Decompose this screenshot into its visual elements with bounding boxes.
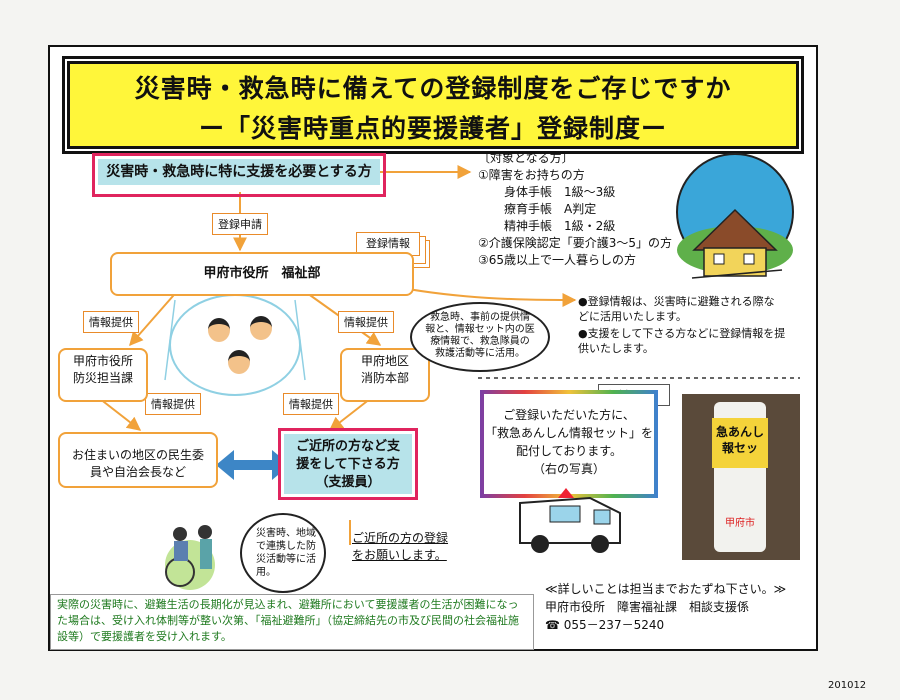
phone-icon: ☎: [545, 618, 564, 632]
disaster-dept-box: 甲府市役所 防災担当課: [58, 348, 148, 402]
info-provision-tag-1: 情報提供: [83, 311, 139, 333]
info-set-photo: 急あんし 報セッ 甲府市: [682, 394, 800, 560]
eligibility-item-3: ③65歳以上で一人暮らしの方: [478, 253, 637, 267]
eligibility-item-1a: 身体手帳 1級～3級: [504, 185, 616, 199]
eligibility-heading: 〔対象となる方〕: [478, 151, 574, 165]
people-illustration: [200, 310, 280, 380]
photo-label-mid: 報セッ: [721, 441, 758, 455]
eligibility-item-2: ②介護保険認定「要介護3～5」の方: [478, 236, 673, 250]
contact-phone-row: ☎ 055－237－5240: [545, 616, 786, 634]
title-line-1: 災害時・救急時に備えての登録制度をご存じですか: [134, 74, 732, 103]
city-office-box: 甲府市役所 福祉部: [110, 252, 414, 296]
contact-line-1: ≪詳しいことは担当までおたずね下さい。≫: [545, 582, 787, 596]
rescue-usage-bubble: 救急時、事前の提供情 報と、情報セット内の医 療情報で、救急隊員の 救護活動等に…: [410, 302, 550, 372]
wheelchair-illustration: [165, 525, 215, 590]
title-line-2: ー「災害時重点的要援護者」登録制度ー: [198, 114, 667, 143]
supporter-label: ご近所の方など支 援をして下さる方 （支援員）: [284, 434, 412, 494]
need-support-label: 災害時・救急時に特に支援を必要とする方: [98, 159, 380, 185]
title-banner: 災害時・救急時に備えての登録制度をご存じですか ー「災害時重点的要援護者」登録制…: [62, 56, 804, 154]
eligibility-item-1c: 精神手帳 1級・2級: [504, 219, 616, 233]
document-ref: 201012: [828, 680, 867, 691]
ambulance-illustration: [519, 488, 621, 553]
house-illustration: [676, 153, 794, 279]
fire-dept-box: 甲府地区 消防本部: [340, 348, 430, 402]
contact-info: ≪詳しいことは担当までおたずね下さい。≫ 甲府市役所 障害福祉課 相談支援係 ☎…: [545, 580, 786, 634]
shelter-note: 実際の災害時に、避難生活の長期化が見込まれ、避難所において要援護者の生活が困難に…: [50, 594, 534, 650]
eligibility-item-1b: 療育手帳 A判定: [504, 202, 597, 216]
photo-label-top: 急あんし: [715, 425, 764, 439]
contact-line-2: 甲府市役所 障害福祉課 相談支援係: [545, 600, 750, 614]
info-provision-tag-4: 情報提供: [283, 393, 339, 415]
usage-note-2: ●支援をして下さる方などに登録情報を提 供いたします。: [578, 327, 786, 355]
contact-phone: 055－237－5240: [563, 618, 665, 632]
eligibility-section: 〔対象となる方〕 ①障害をお持ちの方 身体手帳 1級～3級 療育手帳 A判定 精…: [478, 150, 672, 269]
info-provision-tag-3: 情報提供: [145, 393, 201, 415]
usage-note-1: ●登録情報は、災害時に避難される際な どに活用いたします。: [578, 295, 775, 323]
info-set-box: ご登録いただいた方に、 「救急あんしん情報セット」を 配付しております。 （右の…: [480, 390, 658, 498]
disaster-usage-bubble: 災害時、地域 で連携した防 災活動等に活 用。: [240, 513, 326, 593]
eligibility-item-1: ①障害をお持ちの方: [478, 168, 585, 182]
info-provision-tag-2: 情報提供: [338, 311, 394, 333]
welfare-commissioner-box: お住まいの地区の民生委 員や自治会長など: [58, 432, 218, 488]
info-set-text: ご登録いただいた方に、 「救急あんしん情報セット」を 配付しております。 （右の…: [484, 394, 654, 494]
registration-apply-tag: 登録申請: [212, 213, 268, 235]
supporter-box: ご近所の方など支 援をして下さる方 （支援員）: [278, 428, 418, 500]
photo-city-label: 甲府市: [725, 518, 755, 529]
registration-request-note: ご近所の方の登録 をお願いします。: [352, 531, 449, 562]
need-support-box: 災害時・救急時に特に支援を必要とする方: [92, 153, 386, 197]
